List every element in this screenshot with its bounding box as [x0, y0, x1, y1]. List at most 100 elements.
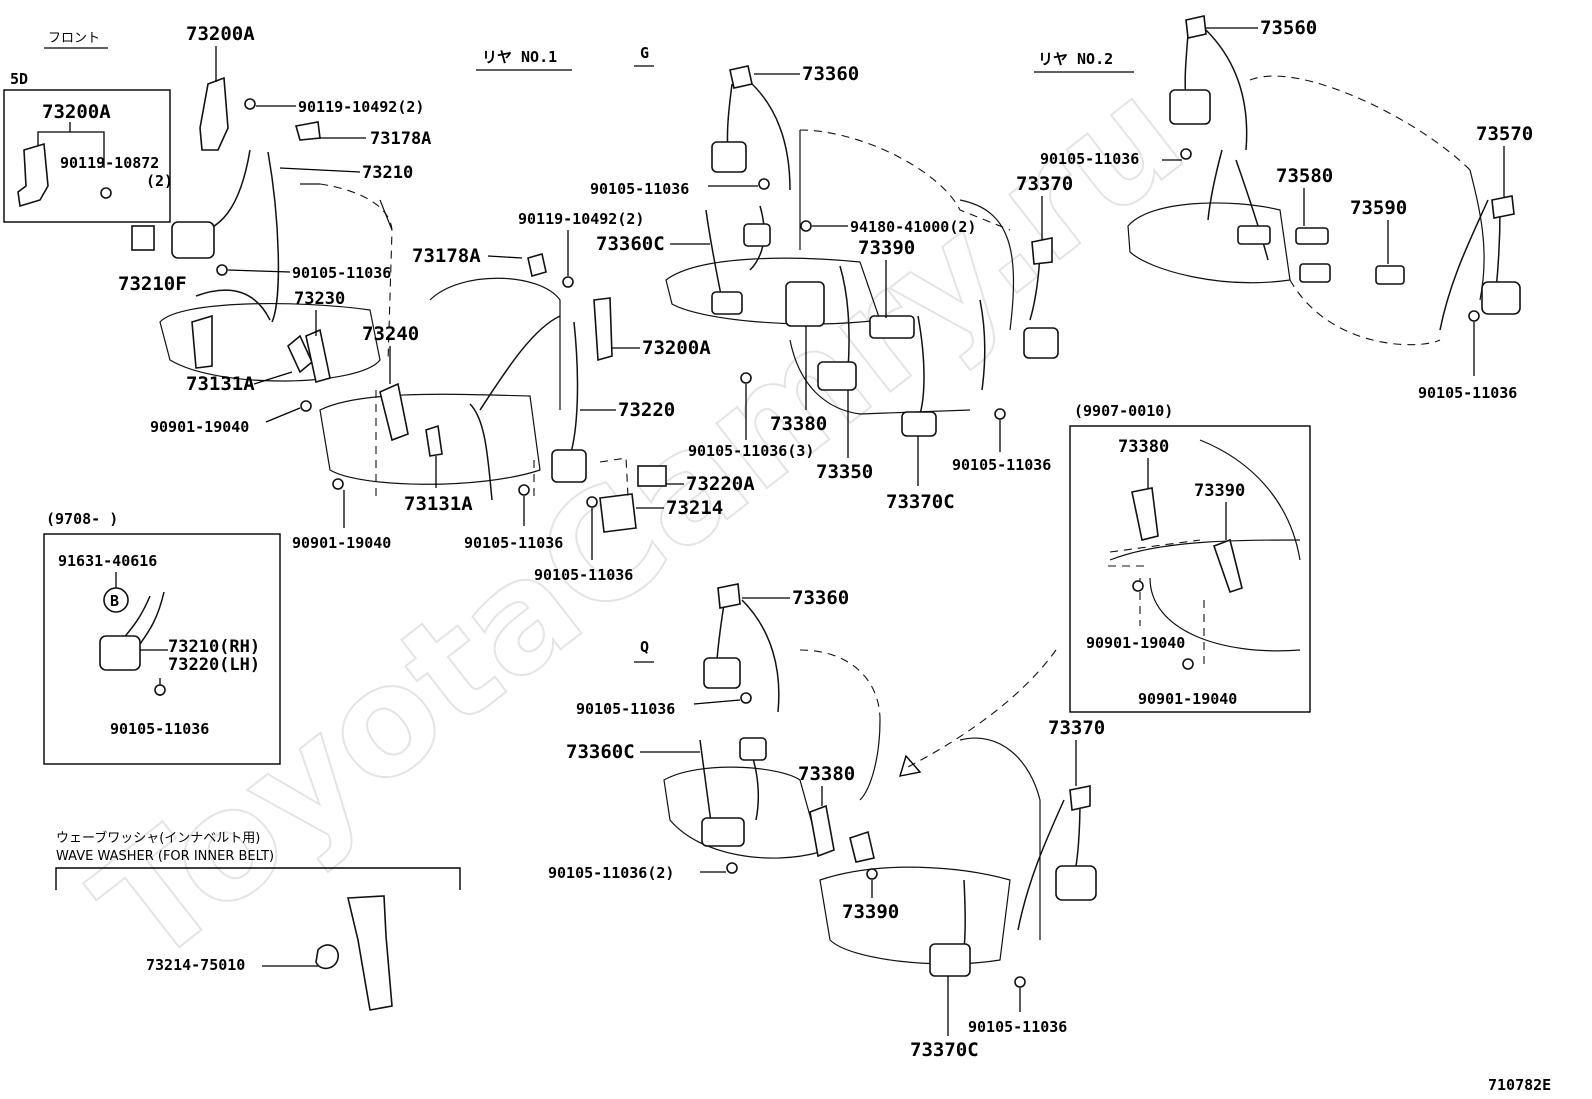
rear-no2-seat-assembly: 73560 90105-11036 73570 73580 73590 9010…: [1040, 15, 1533, 402]
rear-seat-g-assembly: 73360 90105-11036 73360C 94180-41000(2) …: [590, 63, 1073, 513]
wave-washer-en: WAVE WASHER (FOR INNER BELT): [56, 849, 274, 864]
label-90105-11036-k: 90105-11036: [576, 700, 675, 718]
retractor-part: [1481, 281, 1521, 315]
bolt-icon: [866, 868, 878, 880]
cover-part: [527, 252, 547, 278]
buckle-part: [1131, 487, 1159, 541]
circle-b-label: B: [110, 592, 119, 610]
bolt-icon: [1468, 310, 1480, 322]
bolt-icon: [518, 484, 530, 496]
label-73360-g: 73360: [802, 63, 859, 85]
rear-no2-header: リヤ NO.2: [1038, 50, 1113, 68]
label-90901-19040-a: 90901-19040: [150, 418, 249, 436]
label-73200A-box: 73200A: [42, 101, 111, 123]
guide-part: [294, 121, 321, 141]
guide-part: [1031, 237, 1053, 265]
retractor-part: [551, 449, 587, 483]
retractor-part: [171, 221, 215, 259]
bolt-icon: [300, 400, 312, 412]
buckle-part: [347, 895, 393, 1011]
label-73560: 73560: [1260, 17, 1317, 39]
label-90901-19040-d: 90901-19040: [1138, 690, 1237, 708]
retractor-part: [929, 943, 971, 977]
label-73590: 73590: [1350, 197, 1407, 219]
bracket-part: [199, 76, 229, 151]
label-90105-11036-l: 90105-11036(2): [548, 864, 674, 882]
label-73390-q: 73390: [842, 901, 899, 923]
label-73178A-a: 73178A: [370, 129, 431, 149]
retractor-part: [739, 737, 767, 761]
bolt-icon: [1180, 148, 1192, 160]
guide-part: [1069, 785, 1091, 811]
bracket-part: [593, 297, 613, 362]
retractor-part: [743, 223, 771, 247]
retractor-part: [901, 411, 937, 437]
label-73178A-b: 73178A: [412, 245, 481, 267]
label-73210: 73210: [362, 163, 413, 183]
inset-box-5d: 5D 73200A 90119-10872 (2): [3, 70, 173, 223]
label-73380-q: 73380: [798, 763, 855, 785]
cover-part: [637, 465, 667, 487]
label-94180-41000: 94180-41000(2): [850, 218, 976, 236]
label-73360C-g: 73360C: [596, 233, 665, 255]
wave-washer-section: ウェーブワッシャ(インナベルト用) WAVE WASHER (FOR INNER…: [55, 830, 461, 1011]
label-73360-q: 73360: [792, 587, 849, 609]
bolt-icon: [994, 408, 1006, 420]
label-90105-11036-box: 90105-11036: [110, 720, 209, 738]
box-5d-label: 5D: [10, 70, 28, 88]
label-73370C-g: 73370C: [886, 491, 955, 513]
label-73380-box: 73380: [1118, 437, 1169, 457]
label-90119-10492-b: 90119-10492(2): [518, 210, 644, 228]
bolt-icon: [1132, 580, 1144, 592]
wave-washer-part: [315, 944, 339, 970]
bolt-icon: [800, 220, 812, 232]
label-73240: 73240: [362, 323, 419, 345]
label-73131A-b: 73131A: [404, 493, 473, 515]
label-90105-11036-h: 90105-11036: [1040, 150, 1139, 168]
grade-g-header: G: [640, 44, 649, 62]
retractor-part: [869, 315, 915, 339]
front-header: フロント: [48, 31, 100, 46]
bolt-icon: [758, 178, 770, 190]
bolt-icon: [1014, 976, 1026, 988]
label-73200A-mid: 73200A: [642, 337, 711, 359]
label-73214-75010: 73214-75010: [146, 956, 245, 974]
buckle-part: [1375, 265, 1405, 285]
label-73580: 73580: [1276, 165, 1333, 187]
bolt-icon: [1182, 658, 1194, 670]
bolt-icon: [562, 276, 574, 288]
label-90105-11036-f: 90105-11036: [952, 456, 1051, 474]
retractor-part: [99, 635, 141, 671]
inset-box-9907: (9907-0010) 73380 73390 90901-19040 9090…: [1069, 402, 1311, 713]
retractor-part: [703, 657, 741, 689]
buckle-part: [1237, 225, 1271, 245]
wave-washer-jp: ウェーブワッシャ(インナベルト用): [56, 830, 260, 846]
label-90119-10872: 90119-10872: [60, 154, 159, 172]
rear-no1-seat-assembly: 73178A 90119-10492(2) 73240 73200A 73220…: [292, 210, 755, 584]
label-73210F: 73210F: [118, 273, 187, 295]
label-73370-q: 73370: [1048, 717, 1105, 739]
tongue-part: [849, 830, 875, 863]
retractor-part: [1055, 865, 1097, 901]
cover-part: [131, 225, 155, 251]
label-90105-11036-c: 90105-11036: [534, 566, 633, 584]
label-90105-11036-i: 90105-11036: [1418, 384, 1517, 402]
label-73350: 73350: [816, 461, 873, 483]
label-73370-g: 73370: [1016, 173, 1073, 195]
buckle-part: [305, 328, 331, 384]
label-73570: 73570: [1476, 123, 1533, 145]
retractor-part: [711, 291, 743, 315]
label-90119-10492-a: 90119-10492(2): [298, 98, 424, 116]
anchor-part: [191, 314, 213, 369]
box-9907-label: (9907-0010): [1074, 402, 1173, 420]
label-73200A-top: 73200A: [186, 23, 255, 45]
label-73220-lh: 73220(LH): [168, 655, 260, 675]
guide-part: [717, 583, 741, 609]
label-90901-19040-b: 90901-19040: [292, 534, 391, 552]
tongue-part: [1212, 538, 1243, 594]
bolt-icon: [244, 98, 256, 110]
rear-seat-q-assembly: 73360 90105-11036 73360C 73380 90105-110…: [548, 583, 1105, 1061]
bolt-icon: [332, 478, 344, 490]
label-73220A: 73220A: [686, 473, 755, 495]
guide-part: [729, 65, 753, 89]
